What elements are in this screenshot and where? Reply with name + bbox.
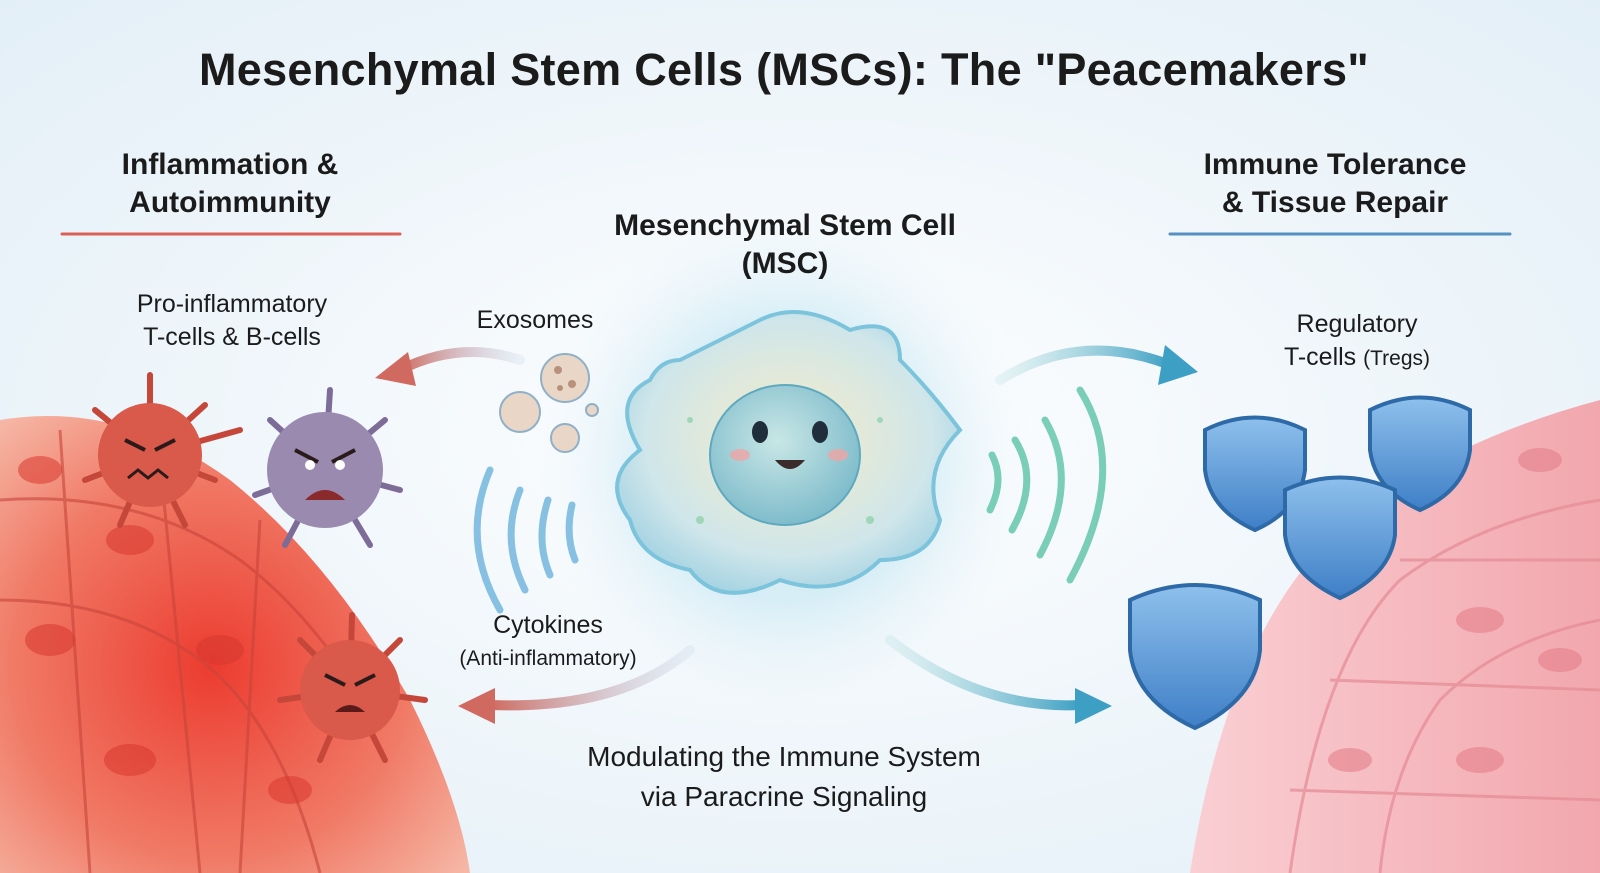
caption-line1: Modulating the Immune System (587, 741, 981, 772)
cytokines-label: Cytokines (Anti-inflammatory) (398, 609, 698, 675)
left-heading-line1: Inflammation & (121, 148, 339, 181)
pro-inflammatory-label: Pro-inflammatory T-cells & B-cells (82, 288, 382, 354)
right-heading: Immune Tolerance & Tissue Repair (1165, 146, 1505, 222)
signal-waves-left (473, 466, 579, 614)
tregs-label: Regulatory T-cells (Tregs) (1207, 308, 1507, 375)
pro-inflammatory-label-line2: T-cells & B-cells (143, 323, 321, 351)
cytokines-label-line1: Cytokines (493, 611, 603, 639)
center-heading-line1: Mesenchymal Stem Cell (614, 209, 956, 242)
signal-waves-right (986, 386, 1107, 584)
page-title: Mesenchymal Stem Cells (MSCs): The "Peac… (198, 44, 1370, 95)
pro-inflammatory-label-line1: Pro-inflammatory (136, 290, 328, 318)
angry-cell-lower-icon (277, 612, 428, 763)
caption-line2: via Paracrine Signaling (640, 781, 928, 812)
arrow-to-tissue (885, 635, 1112, 724)
angry-b-cell-icon (252, 387, 403, 548)
inflamed-tissue (0, 416, 470, 873)
exosomes-label: Exosomes (476, 306, 594, 334)
exosomes-icon (499, 353, 599, 453)
arrow-to-inflamed-cells-top (375, 347, 525, 386)
angry-t-cell-icon (82, 372, 243, 528)
treg-shield-icons (1128, 395, 1472, 731)
center-heading: Mesenchymal Stem Cell (MSC) (585, 207, 985, 283)
left-heading: Inflammation & Autoimmunity (60, 146, 400, 222)
bottom-caption: Modulating the Immune System via Paracri… (534, 737, 1034, 817)
cytokines-label-line2: (Anti-inflammatory) (459, 647, 637, 670)
msc-cell-icon (615, 310, 963, 595)
arrow-to-tregs (995, 345, 1198, 385)
center-heading-line2: (MSC) (741, 247, 829, 280)
tregs-abbr: (Tregs) (1363, 347, 1431, 370)
right-heading-line2: & Tissue Repair (1221, 186, 1449, 219)
left-heading-line2: Autoimmunity (129, 186, 331, 219)
tregs-label-line2: T-cells (Tregs) (1207, 341, 1507, 375)
arrow-to-inflamed-cells-bottom (458, 645, 695, 724)
tregs-label-text: T-cells (1283, 343, 1357, 371)
tregs-label-line1: Regulatory (1296, 310, 1418, 338)
healthy-tissue (1190, 400, 1600, 873)
right-heading-line1: Immune Tolerance (1203, 148, 1467, 181)
